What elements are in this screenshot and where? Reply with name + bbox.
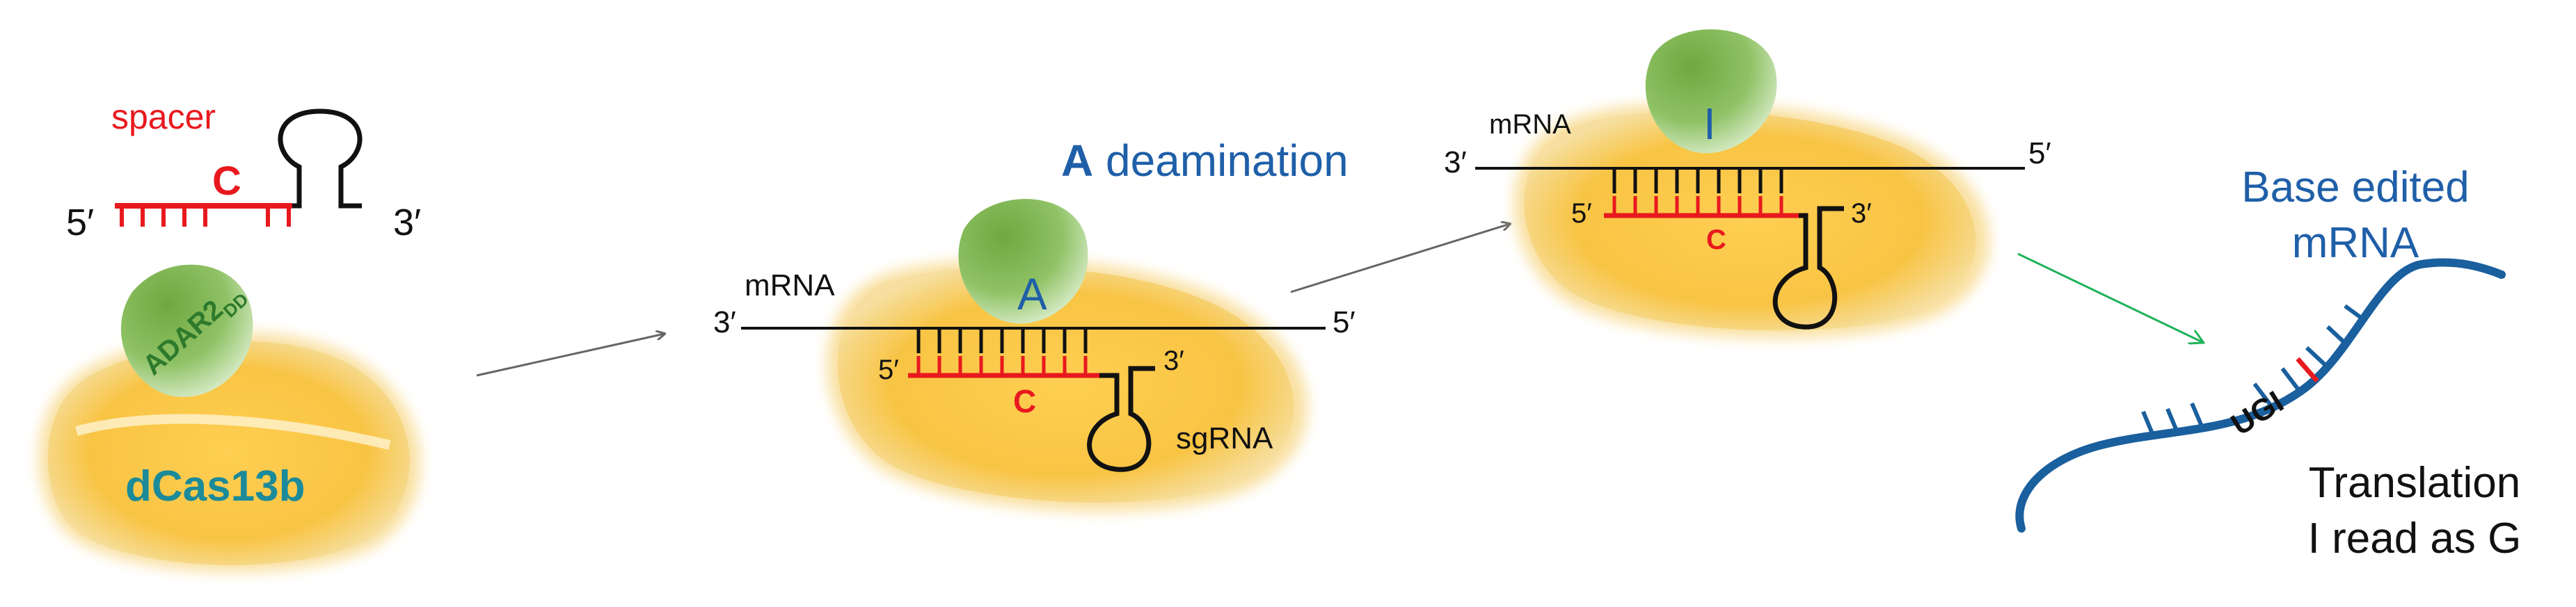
adar2dd-blob (120, 264, 253, 398)
step3-cas-body (1524, 111, 1976, 331)
step2-caption: A deamination (1061, 136, 1349, 186)
panel-2: A deamination A mRNA 3′ 5′ 5′ C 3′ sgRN (713, 136, 1355, 512)
step3-guide-5prime: 5′ (1571, 198, 1592, 229)
dcas13b-fold (75, 414, 391, 450)
guide-5prime: 5′ (66, 202, 94, 243)
step3-hairpin (1772, 206, 1844, 330)
spacer-c-base: C (212, 159, 241, 204)
step2-hairpin (1087, 366, 1155, 472)
step4-result-line1: Translation (2309, 459, 2520, 507)
step2-target-base: A (1017, 269, 1047, 319)
guide-hairpin-loop (278, 108, 363, 209)
step2-mrna-3prime: 3′ (713, 305, 736, 339)
edited-mrna-bases (2141, 304, 2367, 438)
step3-mrna-3prime: 3′ (1444, 145, 1467, 179)
step3-adar-blob (1645, 29, 1777, 154)
edited-codon-label: UGI (2225, 385, 2289, 442)
edited-base-marker (2296, 357, 2319, 383)
spacer-label: spacer (111, 97, 216, 136)
step2-guide-teeth (916, 356, 1088, 375)
step3-mrna-teeth (1612, 168, 1783, 193)
dcas13b-label: dCas13b (125, 462, 305, 510)
panel-3: I mRNA 3′ 5′ 5′ C 3′ (1444, 29, 2051, 339)
step2-cas-body (837, 266, 1294, 503)
step3-mrna-label: mRNA (1489, 109, 1571, 140)
step3-guide-teeth (1612, 196, 1783, 216)
step2-mrna-teeth (916, 328, 1088, 353)
guide-3prime: 3′ (393, 202, 421, 243)
panel-1: spacer 5′ C 3′ dCas13b ADAR2DD (39, 97, 421, 572)
step4-title-line1: Base edited (2241, 163, 2469, 211)
arrow-2-to-3 (1290, 224, 1510, 293)
step4-result-line2: I read as G (2308, 515, 2522, 563)
step3-mrna-5prime: 5′ (2028, 136, 2051, 170)
arrow-3-to-4 (2017, 252, 2202, 342)
guide-spacer-teeth (120, 206, 291, 227)
step3-edited-base: I (1703, 99, 1716, 149)
step3-guide-c: C (1706, 225, 1726, 255)
step2-mrna-label: mRNA (745, 268, 835, 302)
dcas13b-body (47, 341, 410, 565)
step2-guide-3prime: 3′ (1163, 346, 1184, 376)
step2-mrna-5prime: 5′ (1333, 305, 1355, 339)
step2-guide-5prime: 5′ (878, 355, 899, 385)
step2-adar-blob (958, 199, 1088, 324)
step2-guide-c: C (1013, 383, 1036, 419)
step4-title-line2: mRNA (2292, 219, 2419, 267)
step2-sgrna-label: sgRNA (1176, 421, 1273, 455)
step3-guide-3prime: 3′ (1851, 198, 1872, 229)
edited-mrna-strand (2015, 258, 2506, 533)
panel-4: Base edited mRNA UGI Translation I read … (2015, 163, 2522, 563)
arrow-1-to-2 (476, 334, 665, 377)
